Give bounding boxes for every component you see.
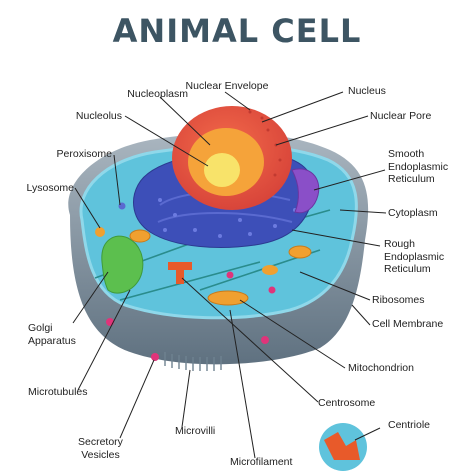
label-nuclear-pore: Nuclear Pore — [370, 110, 432, 122]
page-title: ANIMAL CELL — [112, 12, 362, 50]
label-nucleus: Nucleus — [348, 85, 386, 97]
label-centrosome: Centrosome — [318, 397, 376, 409]
label-cytoplasm: Cytoplasm — [388, 207, 438, 219]
label-centriole: Centriole — [388, 419, 431, 431]
label-rough-er: Rough Endoplasmic Reticulum — [384, 238, 445, 275]
leader-lines — [72, 91, 387, 459]
vesicle — [262, 265, 278, 275]
golgi-apparatus — [101, 235, 144, 294]
secretory-vesicles — [106, 271, 276, 361]
label-smooth-er: Smooth Endoplasmic Reticulum — [388, 148, 449, 185]
label-lysosome: Lysosome — [26, 182, 74, 194]
label-microfilament: Microfilament — [230, 456, 293, 468]
microvilli — [164, 352, 222, 371]
label-mitochondrion: Mitochondrion — [348, 362, 414, 374]
label-nucleoplasm: Nucleoplasm — [127, 88, 188, 100]
label-ribosomes: Ribosomes — [372, 294, 425, 306]
label-nucleolus: Nucleolus — [75, 110, 122, 122]
label-secretory-vesicles: Secretory Vesicles — [78, 436, 123, 461]
nucleus — [172, 106, 292, 210]
centrosome — [168, 262, 192, 284]
centriole-inset — [319, 423, 367, 471]
label-nuclear-envelope: Nuclear Envelope — [185, 80, 269, 92]
label-microtubules: Microtubules — [28, 386, 88, 398]
label-cell-membrane: Cell Membrane — [372, 318, 444, 330]
lysosome — [95, 227, 105, 237]
label-peroxisome: Peroxisome — [56, 148, 112, 160]
mitochondrion — [129, 229, 312, 306]
label-microvilli: Microvilli — [175, 425, 216, 437]
label-golgi-apparatus: Golgi Apparatus — [28, 322, 76, 347]
smooth-er — [291, 168, 320, 214]
